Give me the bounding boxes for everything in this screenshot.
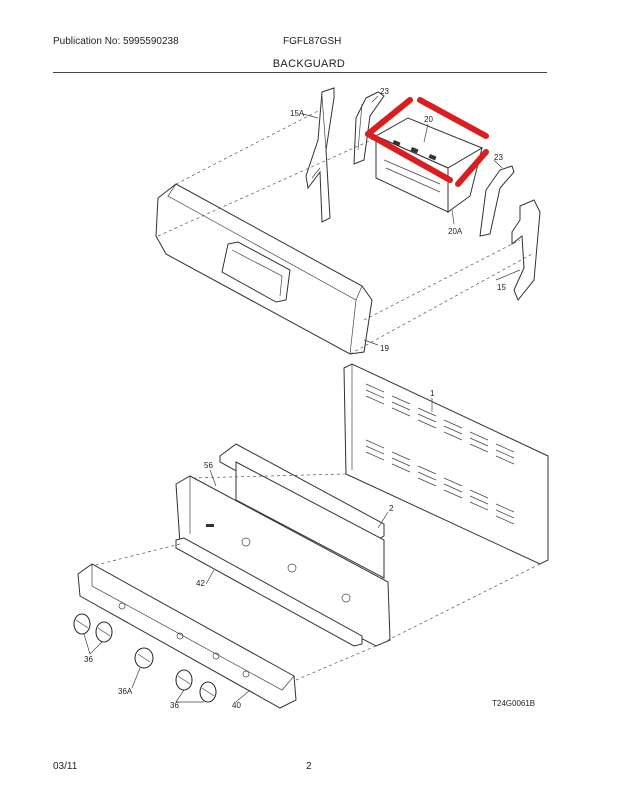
part-15-right-end-cap [511, 199, 541, 301]
part-2-insulation [219, 443, 385, 579]
alignment-lines [91, 109, 541, 681]
part-23-right-bracket [479, 165, 515, 237]
knob-36-upper-left-2 [95, 621, 113, 643]
callout-36a: 36A [118, 687, 133, 696]
callout-23-right: 23 [494, 153, 503, 162]
callout-15: 15 [497, 283, 506, 292]
callout-19: 19 [380, 344, 389, 353]
callout-40: 40 [232, 701, 241, 710]
part-19-backguard-panel [155, 183, 373, 355]
callout-1: 1 [430, 389, 435, 398]
callout-15a: 15A [290, 109, 305, 118]
callout-23-left: 23 [380, 87, 389, 96]
header-divider [53, 72, 547, 73]
part-23-left-bracket [353, 91, 385, 165]
part-42-trim-strip [175, 537, 363, 647]
part-40-manifold-panel [77, 563, 297, 709]
callout-36-right: 36 [170, 701, 179, 710]
section-title: BACKGUARD [272, 58, 346, 70]
diagram-code: T24G0061B [492, 699, 535, 708]
callout-20a: 20A [448, 227, 463, 236]
highlight-marks [365, 97, 489, 187]
knob-36-lower-2 [199, 681, 217, 703]
footer-page-number: 2 [306, 761, 312, 772]
callout-36-left: 36 [84, 655, 93, 664]
part-1-rear-panel [343, 363, 549, 565]
vent-slots-upper [365, 383, 515, 465]
callout-2: 2 [389, 504, 394, 513]
footer-date: 03/11 [53, 761, 78, 772]
callout-20: 20 [424, 115, 433, 124]
leader-lines [83, 95, 521, 703]
callout-56: 56 [204, 461, 213, 470]
part-15a-left-end-cap [305, 87, 335, 223]
callout-42: 42 [196, 579, 205, 588]
vent-slots-lower [365, 439, 515, 525]
model-number: FGFL87GSH [283, 36, 342, 47]
knob-36-lower-1 [175, 669, 193, 691]
publication-number: Publication No: 5995590238 [53, 36, 179, 47]
knob-36a [134, 647, 154, 669]
knob-36-upper-left-1 [73, 613, 91, 635]
